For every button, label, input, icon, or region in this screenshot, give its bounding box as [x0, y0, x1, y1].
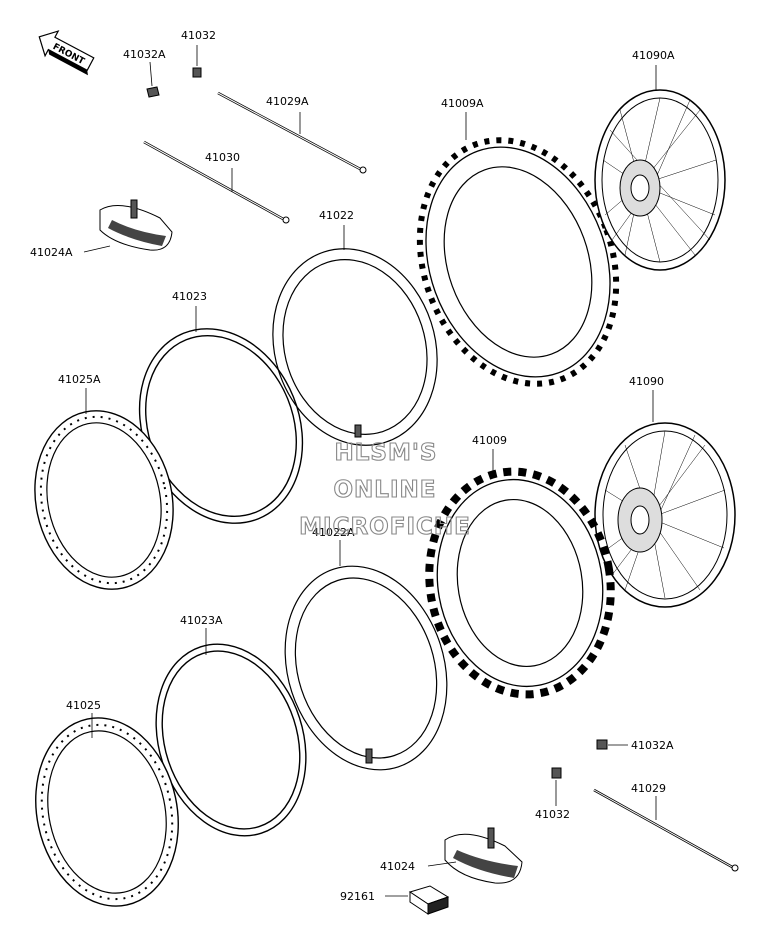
rim-lock-41024A	[83, 199, 173, 253]
label-41030: 41030	[205, 151, 240, 164]
spoke-41029A	[217, 91, 367, 174]
label-41032-top: 41032	[181, 29, 216, 42]
label-41024: 41024	[380, 860, 415, 873]
watermark-line3: MICROFICHE	[299, 514, 471, 540]
label-41009: 41009	[472, 434, 507, 447]
valve-cap-41032-top	[192, 45, 202, 78]
front-arrow-icon: FRONT	[38, 30, 95, 76]
label-41029A: 41029A	[266, 95, 309, 108]
label-41022A: 41022A	[312, 526, 355, 539]
label-41009A: 41009A	[441, 97, 484, 110]
label-41090A: 41090A	[632, 49, 675, 62]
label-41022: 41022	[319, 209, 354, 222]
rim-41025A	[34, 388, 174, 590]
label-41032A-top: 41032A	[123, 48, 166, 61]
label-41090: 41090	[629, 375, 664, 388]
valve-nut-41032A-bottom	[596, 739, 628, 750]
rear-tire-41009	[425, 449, 615, 699]
spoke-41029	[593, 788, 739, 872]
tube-41022A	[284, 540, 448, 771]
watermark-line1: HLSM'S	[335, 440, 438, 466]
label-41024A: 41024A	[30, 246, 73, 259]
label-41023: 41023	[172, 290, 207, 303]
label-41032A-bottom: 41032A	[631, 739, 674, 752]
spoke-41030	[143, 140, 290, 224]
spacer-92161	[385, 885, 450, 915]
label-92161: 92161	[340, 890, 375, 903]
label-41032-bottom: 41032	[535, 808, 570, 821]
label-41025: 41025	[66, 699, 101, 712]
valve-cap-41032-bottom	[551, 767, 562, 806]
rim-lock-41024	[427, 827, 523, 884]
front-wheel-41090A	[594, 65, 726, 271]
rim-41025	[35, 713, 179, 907]
watermark-line2: ONLINE	[334, 477, 437, 503]
label-41023A: 41023A	[180, 614, 223, 627]
valve-nut-41032A-top	[146, 61, 160, 98]
label-41029: 41029	[631, 782, 666, 795]
rear-wheel-41090	[594, 390, 736, 608]
label-41025A: 41025A	[58, 373, 101, 386]
